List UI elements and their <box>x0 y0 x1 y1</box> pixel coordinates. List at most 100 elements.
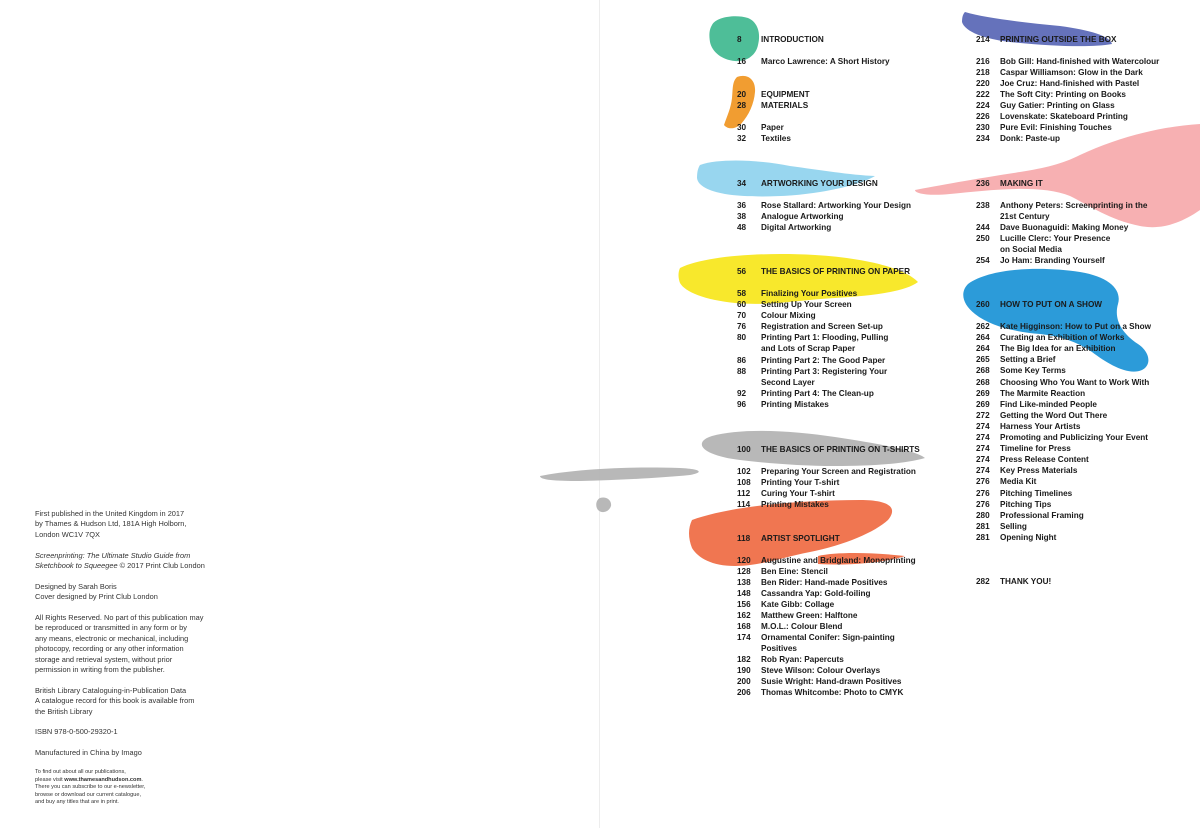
toc-entry[interactable]: Second Layer <box>737 377 815 388</box>
toc-entry[interactable]: and Lots of Scrap Paper <box>737 343 855 354</box>
toc-page-number: 70 <box>737 311 747 320</box>
toc-entry-title: Steve Wilson: Colour Overlays <box>761 666 881 675</box>
toc-page-number: 88 <box>737 367 747 376</box>
toc-entry[interactable]: 70 Colour Mixing <box>737 310 816 321</box>
toc-entry-title: Kate Gibb: Collage <box>761 600 835 609</box>
toc-entry-title: MAKING IT <box>1000 179 1043 188</box>
toc-entry-title: ARTIST SPOTLIGHT <box>761 534 840 543</box>
toc-entry-title: Dave Buonaguidi: Making Money <box>1000 223 1129 232</box>
toc-entry-title: Colour Mixing <box>761 311 816 320</box>
toc-entry-title: and Lots of Scrap Paper <box>761 344 856 353</box>
toc-entry[interactable]: 21st Century <box>976 211 1050 222</box>
toc-entry-title: The Big Idea for an Exhibition <box>1000 344 1116 353</box>
imprint-line: any means, electronic or mechanical, inc… <box>35 633 189 643</box>
toc-entry-title: Marco Lawrence: A Short History <box>761 57 890 66</box>
toc-page-number: 200 <box>737 677 751 686</box>
imprint-paragraph: British Library Cataloguing-in-Publicati… <box>35 686 250 717</box>
publisher-notice-line: browse or download our current catalogue… <box>35 791 142 798</box>
toc-entry[interactable]: Positives <box>737 643 797 654</box>
orange-paint-splash <box>724 75 756 129</box>
toc-entry-title: INTRODUCTION <box>761 35 824 44</box>
toc-entry[interactable]: on Social Media <box>976 244 1062 255</box>
toc-entry-title: Digital Artworking <box>761 223 832 232</box>
publisher-website-link[interactable]: www.thamesandhudson.com <box>64 776 142 783</box>
imprint-line: storage and retrieval system, without pr… <box>35 654 173 664</box>
toc-entry-title: Pitching Timelines <box>1000 489 1073 498</box>
